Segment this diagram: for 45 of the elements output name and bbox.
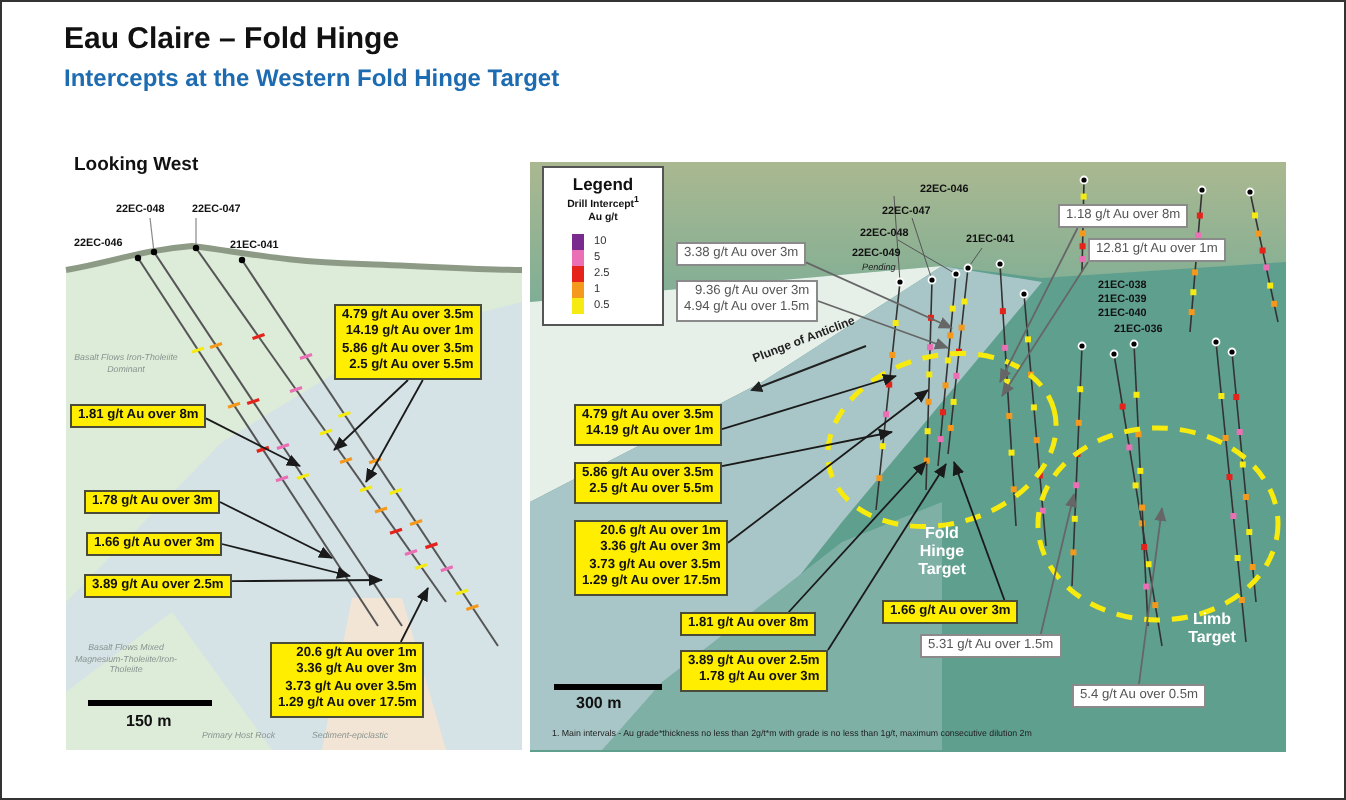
leader-arrow bbox=[817, 300, 949, 350]
callout-box bbox=[920, 634, 1062, 659]
legend-heading: Legend bbox=[570, 174, 634, 194]
callout-box bbox=[680, 650, 828, 692]
callout-box bbox=[334, 304, 482, 380]
target-label: Limb Target bbox=[1186, 612, 1238, 648]
callout-box bbox=[270, 642, 425, 718]
leader-arrow bbox=[805, 261, 953, 329]
callout-box bbox=[70, 404, 207, 429]
callout-box bbox=[574, 520, 729, 596]
leader-arrow bbox=[205, 417, 301, 467]
leader-arrow bbox=[999, 227, 1079, 383]
callout-box bbox=[84, 574, 232, 599]
leader-arrow bbox=[333, 379, 409, 451]
callout-box bbox=[676, 242, 807, 267]
title: Eau Claire – Fold Hinge bbox=[64, 22, 400, 56]
callout-box bbox=[676, 280, 818, 322]
leader-arrow bbox=[231, 574, 383, 587]
leader-arrow bbox=[721, 374, 897, 431]
callout-box bbox=[680, 612, 817, 637]
leader-arrow bbox=[221, 543, 351, 579]
callout-box bbox=[86, 532, 223, 557]
subtitle: Intercepts at the Western Fold Hinge Target bbox=[64, 64, 560, 92]
view-label: Looking West bbox=[74, 154, 199, 176]
callout-box bbox=[574, 404, 722, 446]
leader-arrow bbox=[219, 501, 333, 559]
leader-arrow bbox=[952, 461, 1006, 601]
callout-box bbox=[1058, 204, 1189, 229]
leader-arrow bbox=[727, 389, 929, 544]
callout-box bbox=[84, 490, 221, 515]
leader-arrow bbox=[721, 428, 893, 468]
callout-box bbox=[1088, 238, 1226, 263]
callout-box bbox=[574, 462, 722, 504]
target-label: Fold Hinge Target bbox=[916, 526, 968, 579]
leader-arrow bbox=[1138, 507, 1167, 685]
leader-arrow bbox=[1039, 493, 1077, 635]
leader-arrow bbox=[827, 463, 947, 651]
leader-arrow bbox=[787, 461, 927, 613]
callout-box bbox=[882, 600, 1019, 625]
callout-box bbox=[1072, 684, 1207, 709]
leader-arrow bbox=[1001, 261, 1089, 397]
leader-arrow bbox=[399, 587, 429, 643]
scale-label: 300 m bbox=[576, 694, 622, 712]
scale-label: 150 m bbox=[126, 712, 172, 730]
leader-arrow bbox=[365, 379, 424, 483]
